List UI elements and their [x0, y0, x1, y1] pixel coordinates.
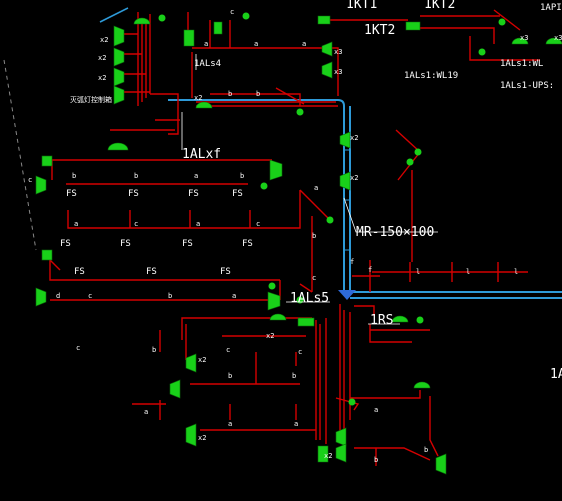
panel-label-1kt2: 1KT2 [364, 23, 395, 38]
wire-letter: d [56, 292, 60, 300]
panel-label-1rs: 1RS [370, 313, 393, 328]
fs-label: FS [182, 239, 193, 249]
circuit-label-wl: 1ALs1:WL [500, 59, 543, 69]
multiplier-label: x3 [334, 68, 342, 76]
dashed-boundary [3, 59, 37, 251]
wire-letter: a [374, 406, 378, 414]
wire-letter: l [416, 268, 420, 276]
wire-letter: a [196, 220, 200, 228]
fs-label: FS [74, 267, 85, 277]
wire-letter: b [134, 172, 138, 180]
edge-label-1a: 1A [550, 367, 562, 382]
wire-letter: a [294, 420, 298, 428]
leader-lines [181, 54, 438, 325]
multiplier-label: x2 [98, 54, 106, 62]
wire-letter: b [424, 446, 428, 454]
multiplier-label: x3 [334, 48, 342, 56]
wire-letter: b [292, 372, 296, 380]
panel-label-1als5: 1ALs5 [290, 291, 329, 306]
fs-label: FS [232, 189, 243, 199]
wire-letter: b [312, 232, 316, 240]
wire-letter: b [228, 90, 232, 98]
multiplier-label: x3 [520, 34, 528, 42]
wire-letter: c [28, 176, 32, 184]
wall-light-fixture [113, 85, 125, 105]
wire-letter: a [254, 40, 258, 48]
multiplier-label: x3 [554, 34, 562, 42]
fs-label: FS [60, 239, 71, 249]
fs-label: FS [66, 189, 77, 199]
panel-box-fixture [183, 29, 195, 47]
wire-letters: a a a b b c b b a b c a c a c a b c d c … [28, 8, 518, 464]
control-box-note: 灭弧灯控制箱 [70, 95, 112, 104]
panel-label-1api: 1API [540, 3, 562, 13]
fs-label: FS [146, 267, 157, 277]
wire-letter: b [256, 90, 260, 98]
fs-label: FS [128, 189, 139, 199]
multiplier-label: x2 [324, 452, 332, 460]
multiplier-label: x2 [194, 94, 202, 102]
multiplier-labels: x2 x2 x2 x2 x2 x2 x3 x3 x3 x3 x2 x2 x2 x… [98, 34, 562, 460]
wall-light-fixture [113, 67, 125, 87]
panel-labels: 1KT1 1KT2 1KT2 1API 1ALs4 1ALs1:WL19 1AL… [70, 0, 562, 382]
circuit-label-wl19: 1ALs1:WL19 [404, 71, 458, 81]
fs-label: FS [120, 239, 131, 249]
wire-letter: b [374, 456, 378, 464]
wire-letter: a [74, 220, 78, 228]
multiplier-label: x2 [198, 356, 206, 364]
wire-letter: b [168, 292, 172, 300]
ceiling-lamp-fixture [195, 101, 213, 109]
fs-label: FS [188, 189, 199, 199]
wire-letter: a [204, 40, 208, 48]
panel-label-1kt2-top: 1KT2 [424, 0, 455, 12]
wire-letter: c [256, 220, 260, 228]
wire-letter: c [312, 274, 316, 282]
multiplier-label: x2 [350, 174, 358, 182]
panel-label-1alxf: 1ALxf [182, 147, 221, 162]
fire-sensor-labels: FS FS FS FS FS FS FS FS FS FS FS [60, 189, 253, 277]
wire-letter: c [230, 8, 234, 16]
cable-tray-label: MR-150×100 [356, 225, 434, 240]
wire-letter: c [134, 220, 138, 228]
multiplier-label: x2 [198, 434, 206, 442]
multiplier-label: x2 [350, 134, 358, 142]
wire-letter: a [194, 172, 198, 180]
wire-letter: c [76, 344, 80, 352]
wiring [49, 9, 540, 466]
fs-label: FS [242, 239, 253, 249]
wire-letter: b [228, 372, 232, 380]
multiplier-label: x2 [98, 74, 106, 82]
panel-label-1als4: 1ALs4 [194, 59, 221, 69]
wire-letter: b [72, 172, 76, 180]
multiplier-label: x2 [266, 332, 274, 340]
wire-letter: c [88, 292, 92, 300]
wire-letter: a [314, 184, 318, 192]
lighting-fixtures [35, 12, 562, 475]
circuit-label-ups: 1ALs1-UPS: [500, 81, 554, 91]
wall-light-fixture [113, 25, 125, 47]
wire-letter: l [466, 268, 470, 276]
wire-letter: c [298, 348, 302, 356]
wire-letter: a [144, 408, 148, 416]
ceiling-lamp-fixture [107, 142, 129, 151]
wire-letter: a [228, 420, 232, 428]
wire-letter: f [350, 258, 354, 266]
fs-label: FS [220, 267, 231, 277]
wire-letter: f [368, 266, 372, 274]
ceiling-lamp-fixture [133, 17, 151, 25]
wire-letter: l [514, 268, 518, 276]
wire-letter: a [302, 40, 306, 48]
wire-letter: a [232, 292, 236, 300]
wire-letter: c [226, 346, 230, 354]
wire-letter: b [152, 346, 156, 354]
wire-letter: b [240, 172, 244, 180]
panel-label-1kt1: 1KT1 [346, 0, 377, 12]
wall-light-fixture [113, 47, 125, 67]
multiplier-label: x2 [100, 36, 108, 44]
